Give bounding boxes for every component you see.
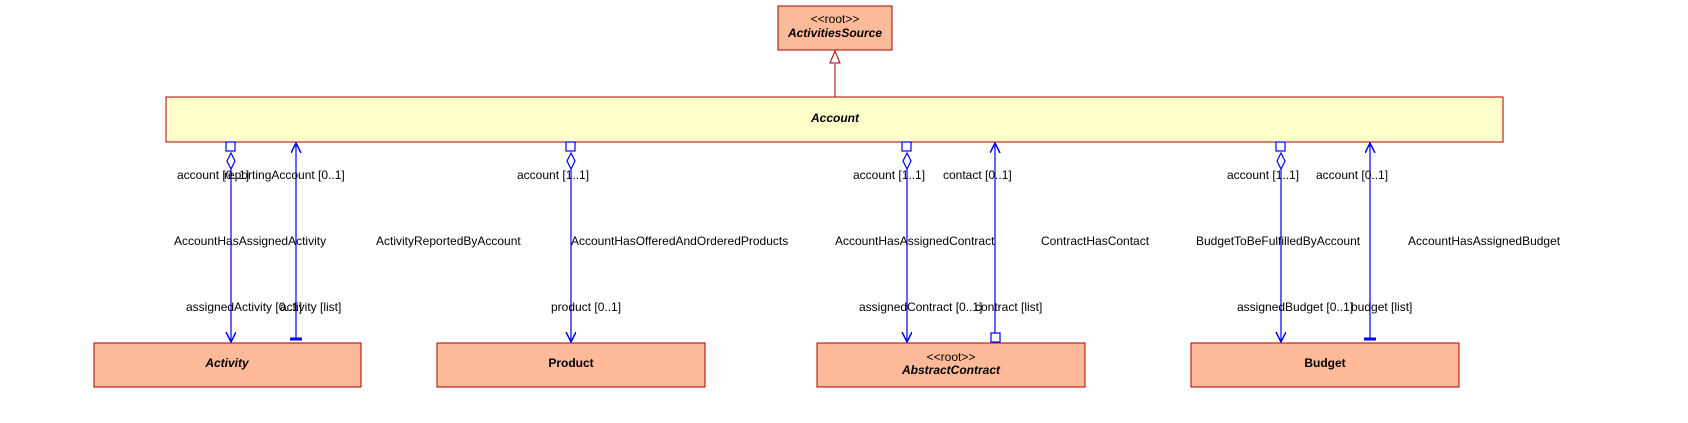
abstract-contract-stereotype: <<root>> bbox=[927, 350, 976, 364]
offered-products-assoc-name: AccountHasOfferedAndOrderedProducts bbox=[571, 234, 788, 248]
product-name: Product bbox=[548, 356, 593, 370]
assigned-activity-source-role: account [0..1] bbox=[177, 168, 249, 182]
offered-products-target-role: product [0..1] bbox=[551, 300, 621, 314]
budget-fulfilled-target-role: assignedBudget [0..1] bbox=[1237, 300, 1353, 314]
association-assigned-budget-line bbox=[1364, 143, 1376, 341]
reported-by-assoc-name: ActivityReportedByAccount bbox=[376, 234, 521, 248]
association-assigned-contract-line bbox=[902, 141, 911, 342]
assigned-budget-source-role: account [0..1] bbox=[1316, 168, 1388, 182]
association-contract-contact-line bbox=[991, 143, 1000, 343]
association-assigned-activity-line bbox=[226, 141, 235, 342]
contract-contact-source-role: contact [0..1] bbox=[943, 168, 1012, 182]
activity-name: Activity bbox=[204, 356, 250, 370]
assigned-budget-target-role: budget [list] bbox=[1351, 300, 1412, 314]
account-name: Account bbox=[810, 111, 860, 125]
class-activity[interactable]: Activity bbox=[93, 342, 362, 388]
generalization-arrowhead bbox=[829, 49, 841, 64]
budget-name: Budget bbox=[1304, 356, 1345, 370]
assigned-contract-assoc-name: AccountHasAssignedContract bbox=[835, 234, 995, 248]
class-budget[interactable]: Budget bbox=[1190, 342, 1460, 388]
activities-source-stereotype: <<root>> bbox=[811, 12, 860, 26]
assigned-activity-assoc-name: AccountHasAssignedActivity bbox=[174, 234, 326, 248]
class-account[interactable]: Account bbox=[165, 96, 1504, 143]
assigned-contract-target-role: assignedContract [0..1] bbox=[859, 300, 982, 314]
assigned-activity-target-role: assignedActivity [0..1] bbox=[186, 300, 302, 314]
class-abstract-contract[interactable]: <<root>> AbstractContract bbox=[816, 342, 1086, 388]
contract-contact-assoc-name: ContractHasContact bbox=[1041, 234, 1150, 248]
abstract-contract-name: AbstractContract bbox=[901, 363, 1001, 377]
reported-by-target-role: activity [list] bbox=[280, 300, 341, 314]
budget-fulfilled-source-role: account [1..1] bbox=[1227, 168, 1299, 182]
association-budget-fulfilled-line bbox=[1276, 141, 1285, 342]
offered-products-source-role: account [1..1] bbox=[517, 168, 589, 182]
assigned-budget-assoc-name: AccountHasAssignedBudget bbox=[1408, 234, 1561, 248]
class-product[interactable]: Product bbox=[436, 342, 706, 388]
class-activities-source[interactable]: <<root>> ActivitiesSource bbox=[777, 5, 893, 51]
budget-fulfilled-assoc-name: BudgetToBeFulfilledByAccount bbox=[1196, 234, 1361, 248]
association-offered-products-line bbox=[566, 141, 575, 342]
contract-contact-target-role: contract [list] bbox=[975, 300, 1042, 314]
reported-by-source-role: reportingAccount [0..1] bbox=[224, 168, 345, 182]
assigned-contract-source-role: account [1..1] bbox=[853, 168, 925, 182]
generalization-account-activitiessource bbox=[829, 49, 841, 97]
association-reported-by-line bbox=[290, 143, 302, 341]
activities-source-name: ActivitiesSource bbox=[787, 26, 882, 40]
